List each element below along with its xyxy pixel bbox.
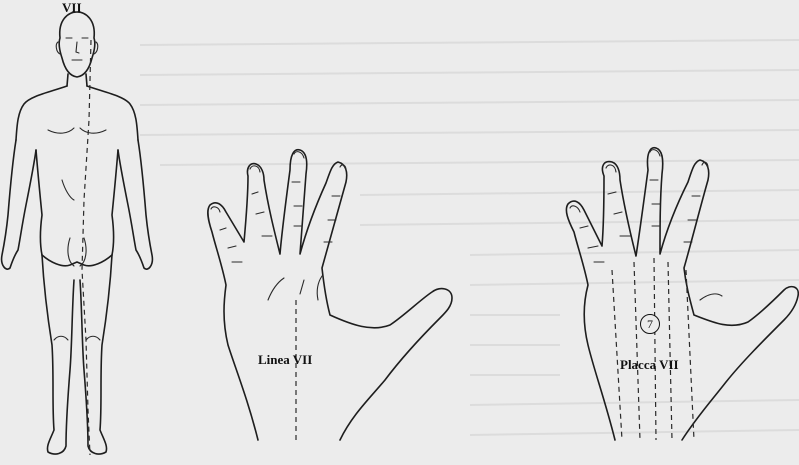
point-7-marker: 7 [640,314,660,334]
hand-right-label: Placca VII [620,357,679,373]
body-figure [2,12,153,455]
hand-left [208,150,452,440]
body-label: VII [62,0,82,16]
hand-left-label: Linea VII [258,352,312,368]
